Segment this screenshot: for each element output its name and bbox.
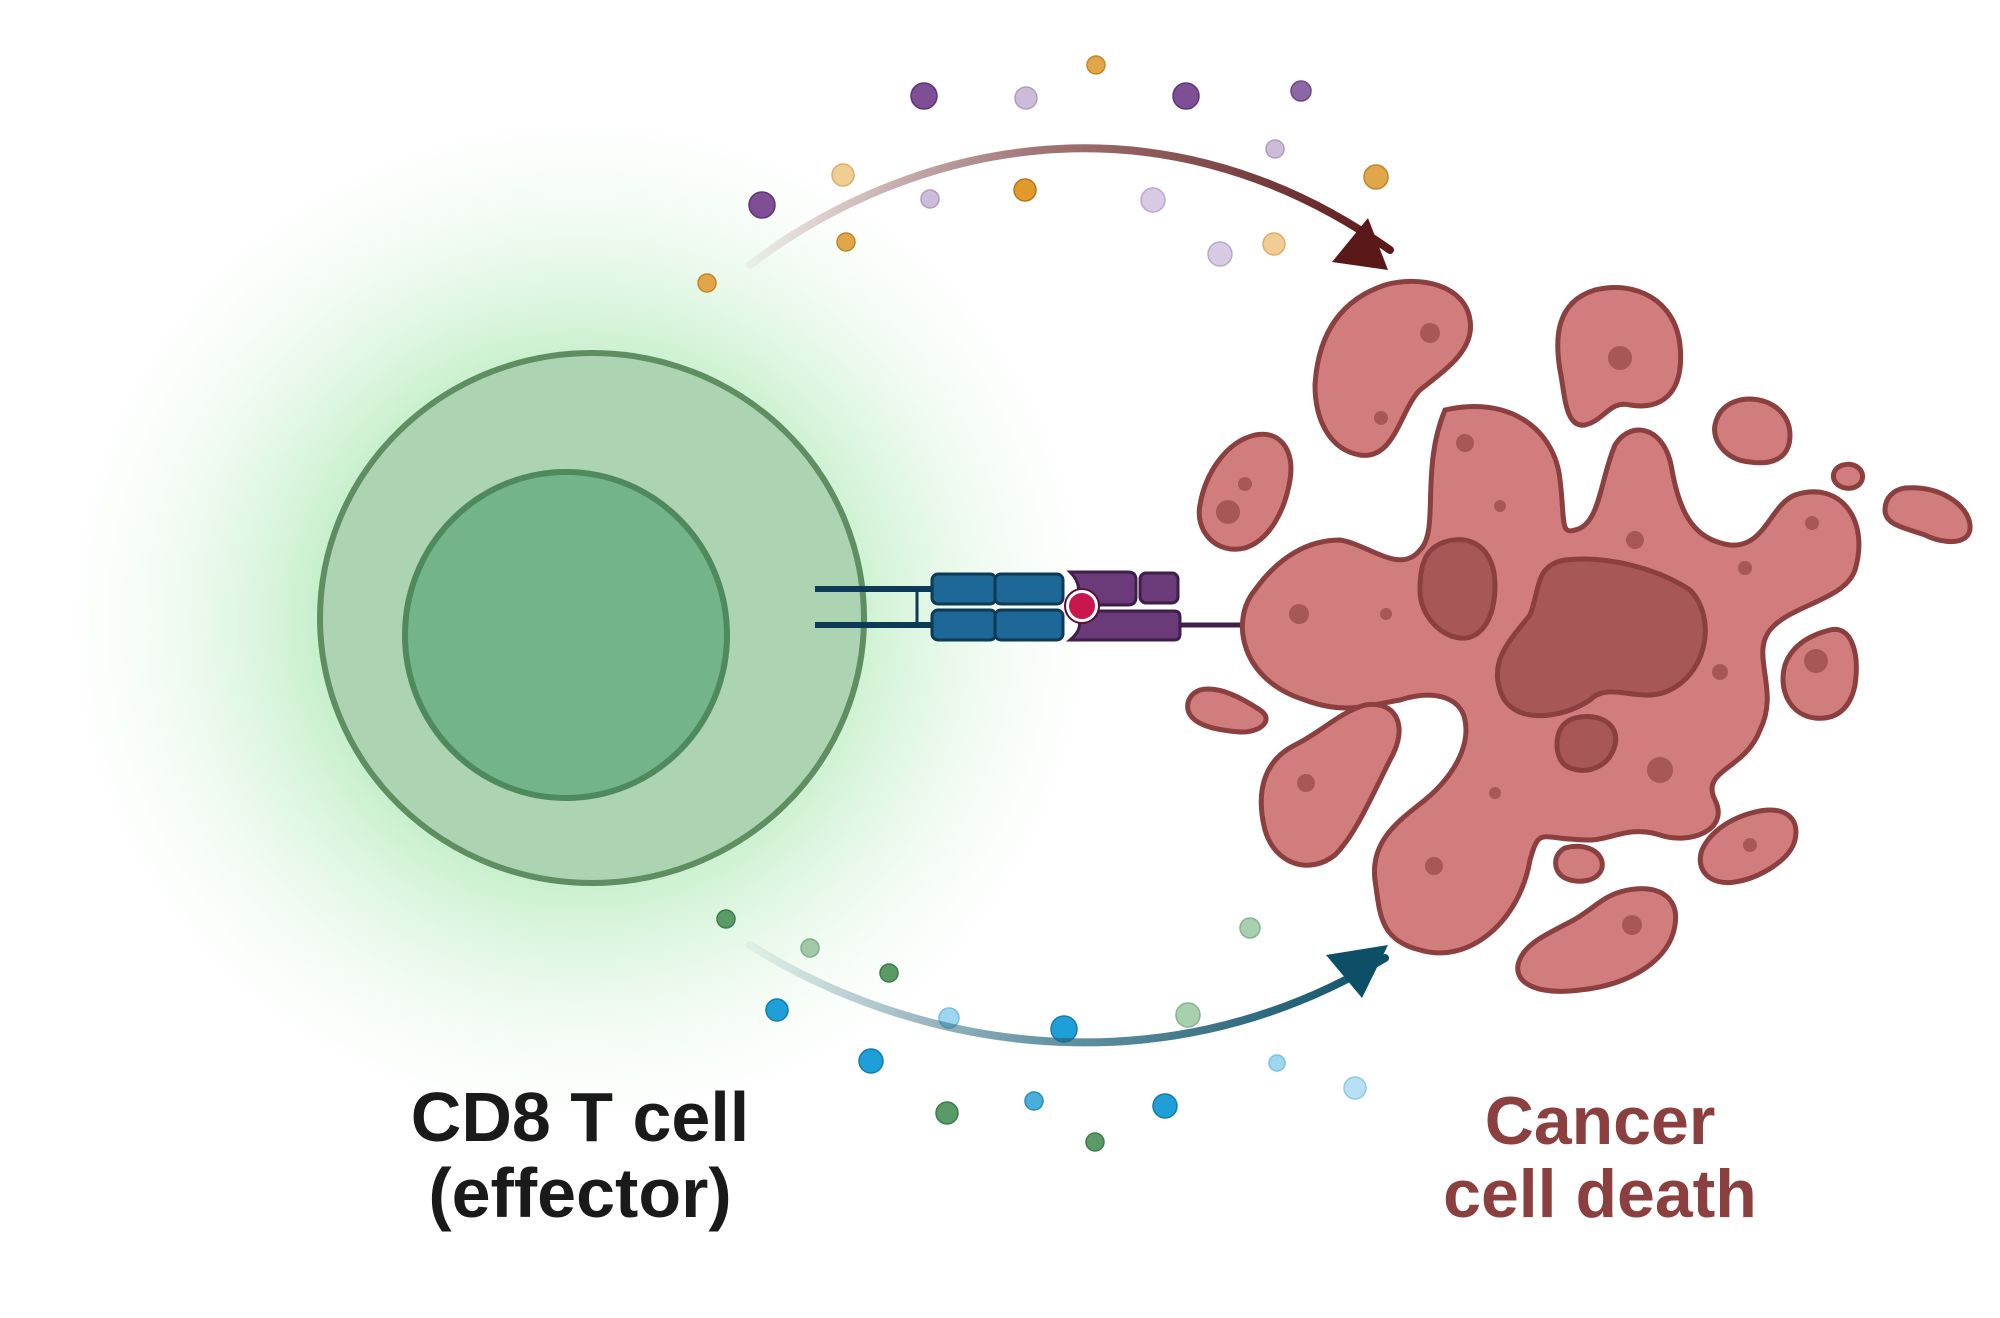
cancer-fragment bbox=[1515, 886, 1679, 994]
particle bbox=[879, 963, 899, 983]
cancer-fragment bbox=[1185, 686, 1269, 735]
particle bbox=[836, 232, 856, 252]
particle bbox=[716, 909, 736, 929]
tcr-mhc-complex-icon bbox=[815, 570, 1240, 642]
particle bbox=[800, 938, 820, 958]
cancer-nucleus bbox=[1554, 714, 1619, 773]
cancer-label-line1: Cancer bbox=[1484, 1083, 1716, 1159]
t-cell-icon bbox=[317, 350, 867, 886]
mhc-domain bbox=[1138, 571, 1180, 605]
cancer-fragment bbox=[1780, 626, 1859, 721]
tcr-domain bbox=[993, 572, 1065, 606]
cancer-fragment bbox=[1882, 485, 1973, 545]
particle bbox=[935, 1101, 959, 1125]
particle bbox=[831, 163, 855, 187]
particle bbox=[1024, 1091, 1044, 1111]
tcell-label: CD8 T cell (effector) bbox=[330, 1078, 830, 1232]
cancer-fragment bbox=[1553, 843, 1605, 884]
tcell-nucleus bbox=[402, 469, 730, 801]
particle bbox=[920, 189, 940, 209]
tcr-domain bbox=[930, 572, 998, 606]
particle bbox=[1290, 80, 1312, 102]
granule-particles bbox=[716, 909, 1367, 1152]
cancer-label: Cancer cell death bbox=[1360, 1083, 1840, 1233]
antigen-peptide bbox=[1065, 589, 1099, 623]
cancer-fragment bbox=[1712, 396, 1793, 466]
particle bbox=[748, 191, 776, 219]
particle bbox=[1152, 1093, 1178, 1119]
particle bbox=[858, 1048, 884, 1074]
particle bbox=[1172, 82, 1200, 110]
particle bbox=[1265, 139, 1285, 159]
cancer-nucleus bbox=[1417, 537, 1498, 641]
particle bbox=[1207, 241, 1233, 267]
tcell-label-line2: (effector) bbox=[428, 1153, 732, 1232]
particle bbox=[1013, 178, 1037, 202]
particle bbox=[1268, 1054, 1286, 1072]
particle bbox=[1343, 1076, 1367, 1100]
top-arrow bbox=[746, 144, 1394, 270]
mhc-domain bbox=[1065, 609, 1182, 642]
tcr-domain bbox=[993, 608, 1065, 642]
particle bbox=[1262, 232, 1286, 256]
particle bbox=[1363, 164, 1389, 190]
particle bbox=[697, 273, 717, 293]
cancer-nucleus bbox=[1494, 556, 1708, 719]
tcr-domain bbox=[930, 608, 998, 642]
cancer-fragment bbox=[1830, 461, 1866, 491]
cancer-label-line2: cell death bbox=[1443, 1156, 1757, 1233]
particle bbox=[1014, 86, 1038, 110]
cancer-vesicles bbox=[1216, 323, 1828, 935]
particle bbox=[910, 82, 938, 110]
particle bbox=[1085, 1132, 1105, 1152]
tcell-label-line1: CD8 T cell bbox=[410, 1078, 750, 1156]
cancer-fragment bbox=[1196, 431, 1294, 552]
particle bbox=[1140, 187, 1166, 213]
bottom-arrow bbox=[746, 941, 1389, 1047]
particle bbox=[1239, 917, 1261, 939]
particle bbox=[765, 998, 789, 1022]
cancer-fragment bbox=[1258, 701, 1402, 868]
cancer-cell-icon bbox=[1185, 278, 1973, 994]
cytokine-particles bbox=[697, 55, 1389, 293]
particle bbox=[1086, 55, 1106, 75]
particle bbox=[1175, 1002, 1201, 1028]
